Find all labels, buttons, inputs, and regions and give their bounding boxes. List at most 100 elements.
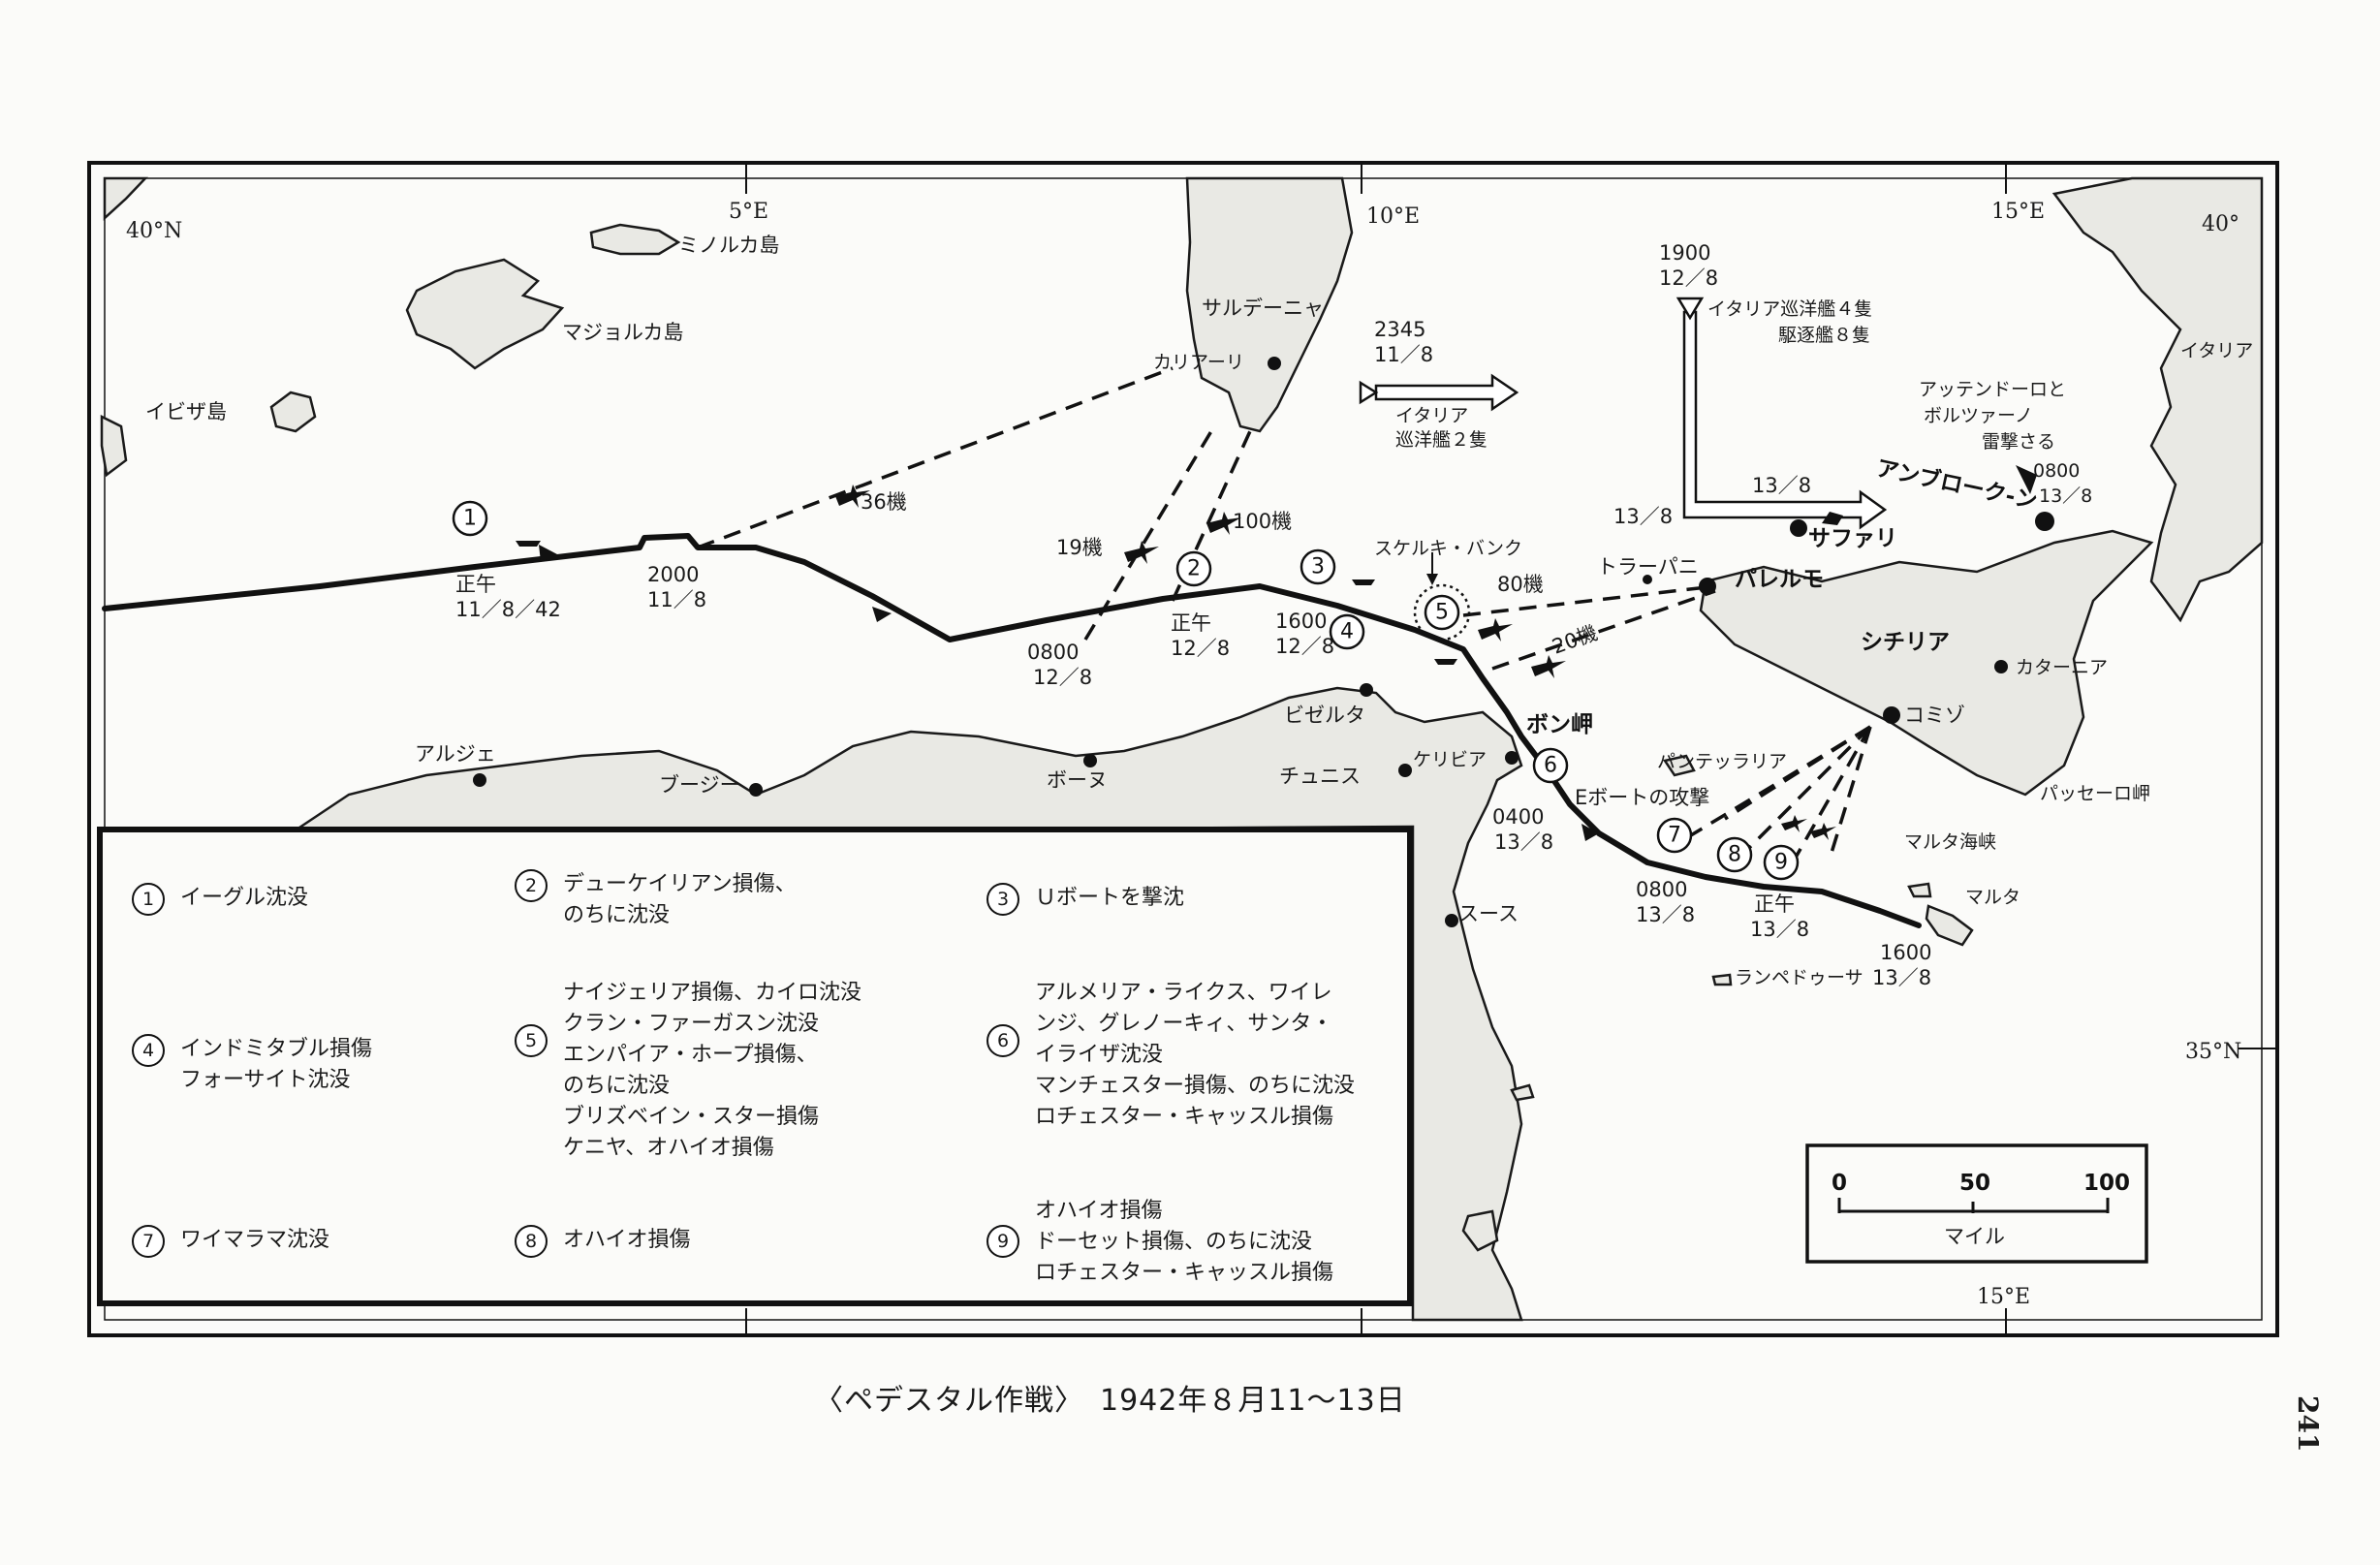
attack-label-100: 100機 xyxy=(1233,510,1292,533)
place-lampedusa: ランペドゥーサ xyxy=(1735,967,1863,988)
place-bougie: ブージー xyxy=(659,773,740,797)
attack-label-19: 19機 xyxy=(1056,536,1103,559)
scale-100: 100 xyxy=(2083,1171,2130,1196)
kerkennah-islands xyxy=(1510,1083,1535,1102)
lon-5-label: 5°E xyxy=(729,200,768,224)
italian-force-2-turn-date-top: 13／8 xyxy=(1752,474,1811,497)
ship-icon xyxy=(1352,579,1375,585)
route-date-5: 12／8 xyxy=(1275,635,1334,658)
place-sousse: スース xyxy=(1458,902,1519,925)
plane-icon xyxy=(1781,815,1807,832)
svg-text:5: 5 xyxy=(1435,601,1449,625)
place-malta: マルタ xyxy=(1965,887,2020,908)
route-time-4: 正午 xyxy=(1171,611,1211,635)
plane-icon xyxy=(1206,512,1241,535)
lat-35-label: 35°N xyxy=(2185,1040,2241,1064)
lampedusa-island xyxy=(1711,973,1733,986)
ship-icon xyxy=(1434,659,1457,665)
malta-island xyxy=(1925,904,1974,947)
plane-icon xyxy=(835,485,870,508)
scale-unit: マイル xyxy=(1944,1225,2005,1248)
italian-force-2-turn-date-left: 13／8 xyxy=(1613,505,1673,528)
place-passero: パッセーロ岬 xyxy=(2040,783,2150,804)
legend-item-5: 5 ナイジェリア損傷、カイロ沈没 クラン・ファーガスン沈没 エンパイア・ホープ損… xyxy=(515,978,922,1164)
route-time-7: 0800 xyxy=(1636,878,1687,901)
skerki-attack-zone xyxy=(1413,583,1471,642)
italian-force-2-label-2: 駆逐艦８隻 xyxy=(1778,325,1870,346)
formentera-island xyxy=(100,414,128,478)
svg-text:9: 9 xyxy=(1774,851,1788,875)
place-cagliari: カリアーリ xyxy=(1153,352,1244,373)
minorca-island xyxy=(589,223,681,256)
place-bone: ボーヌ xyxy=(1047,768,1108,792)
scale-50: 50 xyxy=(1959,1171,1990,1196)
attack-line-20 xyxy=(1491,589,1716,671)
place-skerki: スケルキ・バンク xyxy=(1374,538,1522,559)
route-date-1: 11／8／42 xyxy=(455,598,561,621)
legend-item-1: 1 イーグル沈没 xyxy=(132,883,539,916)
lat-40-right-label: 40° xyxy=(2202,212,2239,236)
legend-marker-3: 3 xyxy=(986,883,1019,916)
legend-marker-7: 7 xyxy=(132,1225,165,1258)
legend-marker-8: 8 xyxy=(515,1225,548,1258)
place-sardinia: サルデーニャ xyxy=(1202,297,1324,320)
place-italy: イタリア xyxy=(2180,340,2253,361)
corner-land-nw xyxy=(103,176,148,221)
legend-text-7: ワイマラマ沈没 xyxy=(180,1228,330,1252)
scale-bar: 0 50 100 マイル xyxy=(1805,1143,2148,1264)
italian-force-2-date: 12／8 xyxy=(1659,266,1718,290)
legend-text-1: イーグル沈没 xyxy=(180,886,309,910)
place-comiso: コミゾ xyxy=(1904,704,1965,727)
legend-marker-2: 2 xyxy=(515,869,548,902)
marker-6: 6 xyxy=(1532,747,1569,784)
attack-line-comiso-11 xyxy=(1724,725,1871,821)
italian-cruisers-2-arrow xyxy=(1374,373,1519,412)
gozo-island xyxy=(1907,882,1932,898)
umbra-submarine-arrow xyxy=(2016,465,2037,494)
legend-text-3: Ｕボートを撃沈 xyxy=(1035,886,1185,910)
plane-icon xyxy=(1478,618,1513,642)
place-attendolo-1: アッテンドーロと xyxy=(1919,379,2066,400)
marker-1: 1 xyxy=(452,500,488,537)
legend-marker-9: 9 xyxy=(986,1225,1019,1258)
marker-9: 9 xyxy=(1763,844,1800,881)
route-time-9: 1600 xyxy=(1880,941,1931,964)
plane-icon xyxy=(1531,655,1566,678)
ibiza-island xyxy=(269,391,317,433)
legend-text-2: デューケイリアン損傷、 のちに沈没 xyxy=(563,872,797,927)
marker-8: 8 xyxy=(1716,836,1753,873)
italian-force-1-label-1: イタリア xyxy=(1395,405,1468,426)
convoy-route xyxy=(102,533,1922,928)
legend-item-6: 6 アルメリア・ライクス、ワイレ ンジ、グレノーキィ、サンタ・ イライザ沈没 マ… xyxy=(986,978,1394,1133)
italian-cruisers-4-route xyxy=(1682,310,1888,530)
route-date-10: 13／8 xyxy=(2039,485,2092,507)
place-bon: ボン岬 xyxy=(1526,712,1593,737)
place-tunis: チュニス xyxy=(1279,765,1361,788)
italian-force-1-label-2: 巡洋艦２隻 xyxy=(1395,429,1488,451)
place-bizerta: ビゼルタ xyxy=(1284,704,1365,727)
route-date-2: 11／8 xyxy=(647,588,706,611)
route-time-8: 正午 xyxy=(1754,892,1795,916)
map-outer-frame xyxy=(87,161,2279,1337)
attack-label-36: 36機 xyxy=(861,490,907,514)
place-majorca: マジョルカ島 xyxy=(562,321,683,344)
plane-icon xyxy=(1124,541,1159,564)
lon-15-bottom-label: 15°E xyxy=(1977,1285,2030,1309)
attack-line-80 xyxy=(1462,584,1716,617)
place-minorca: ミノルカ島 xyxy=(678,234,779,257)
italy-mainland xyxy=(2051,176,2264,623)
legend-marker-1: 1 xyxy=(132,883,165,916)
svg-text:2: 2 xyxy=(1187,557,1201,581)
svg-text:1: 1 xyxy=(463,507,477,531)
route-date-3: 12／8 xyxy=(1033,666,1092,689)
legend-marker-6: 6 xyxy=(986,1024,1019,1057)
page-number: 241 xyxy=(2292,1395,2324,1453)
place-attendolo-2: ボルツァーノ xyxy=(1924,405,2033,426)
italian-force-2-time: 1900 xyxy=(1659,241,1710,265)
route-time-2: 2000 xyxy=(647,563,699,586)
attack-label-80: 80機 xyxy=(1497,573,1544,596)
legend-text-4: インドミタブル損傷 フォーサイト沈没 xyxy=(180,1037,373,1092)
attack-line-comiso-8 xyxy=(1742,725,1872,855)
route-time-1: 正午 xyxy=(455,573,496,596)
place-sicily: シチリア xyxy=(1861,630,1950,655)
